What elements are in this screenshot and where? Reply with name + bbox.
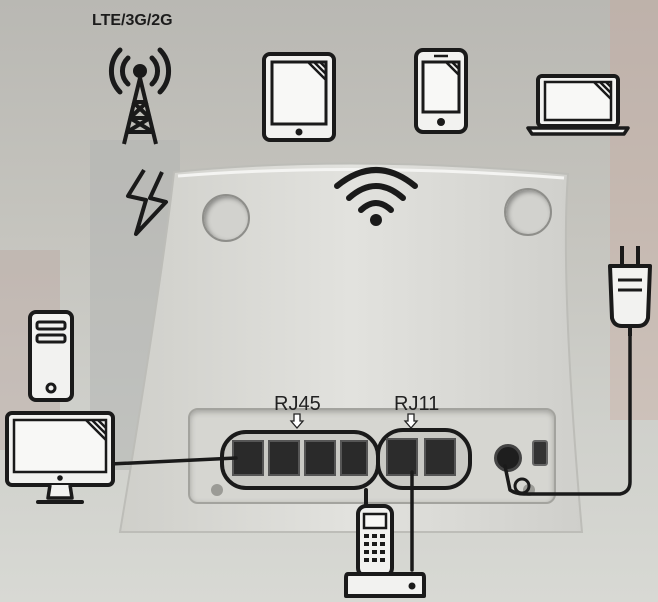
wifi-icon [334, 167, 418, 226]
laptop-icon [526, 74, 630, 136]
rj45-port-2[interactable] [268, 440, 300, 476]
rj11-port-2[interactable] [424, 438, 456, 476]
network-label: LTE/3G/2G [92, 12, 173, 29]
rj45-port-3[interactable] [304, 440, 336, 476]
monitor-icon [5, 411, 115, 504]
lightning-icon [126, 168, 168, 236]
cell-tower-icon [108, 47, 172, 145]
power-plug-icon [608, 246, 652, 336]
rj45-label: RJ45 [274, 393, 321, 415]
rj45-arrow-icon [289, 413, 305, 429]
rj45-port-4[interactable] [340, 440, 368, 476]
ethernet-cable [108, 456, 238, 466]
cordless-phone-icon [344, 488, 426, 598]
rj11-port-1[interactable] [386, 438, 418, 476]
tablet-icon [262, 52, 336, 142]
power-jack[interactable] [494, 444, 522, 472]
smartphone-icon [414, 48, 468, 134]
rj11-label: RJ11 [394, 393, 440, 415]
router-screw-right [504, 188, 552, 236]
desktop-tower-icon [28, 310, 74, 402]
panel-screw-left [211, 484, 223, 496]
rj11-arrow-icon [403, 413, 419, 429]
power-switch[interactable] [532, 440, 548, 466]
bg-building-right [610, 0, 658, 420]
power-cable [503, 326, 632, 496]
router-screw-left [202, 194, 250, 242]
